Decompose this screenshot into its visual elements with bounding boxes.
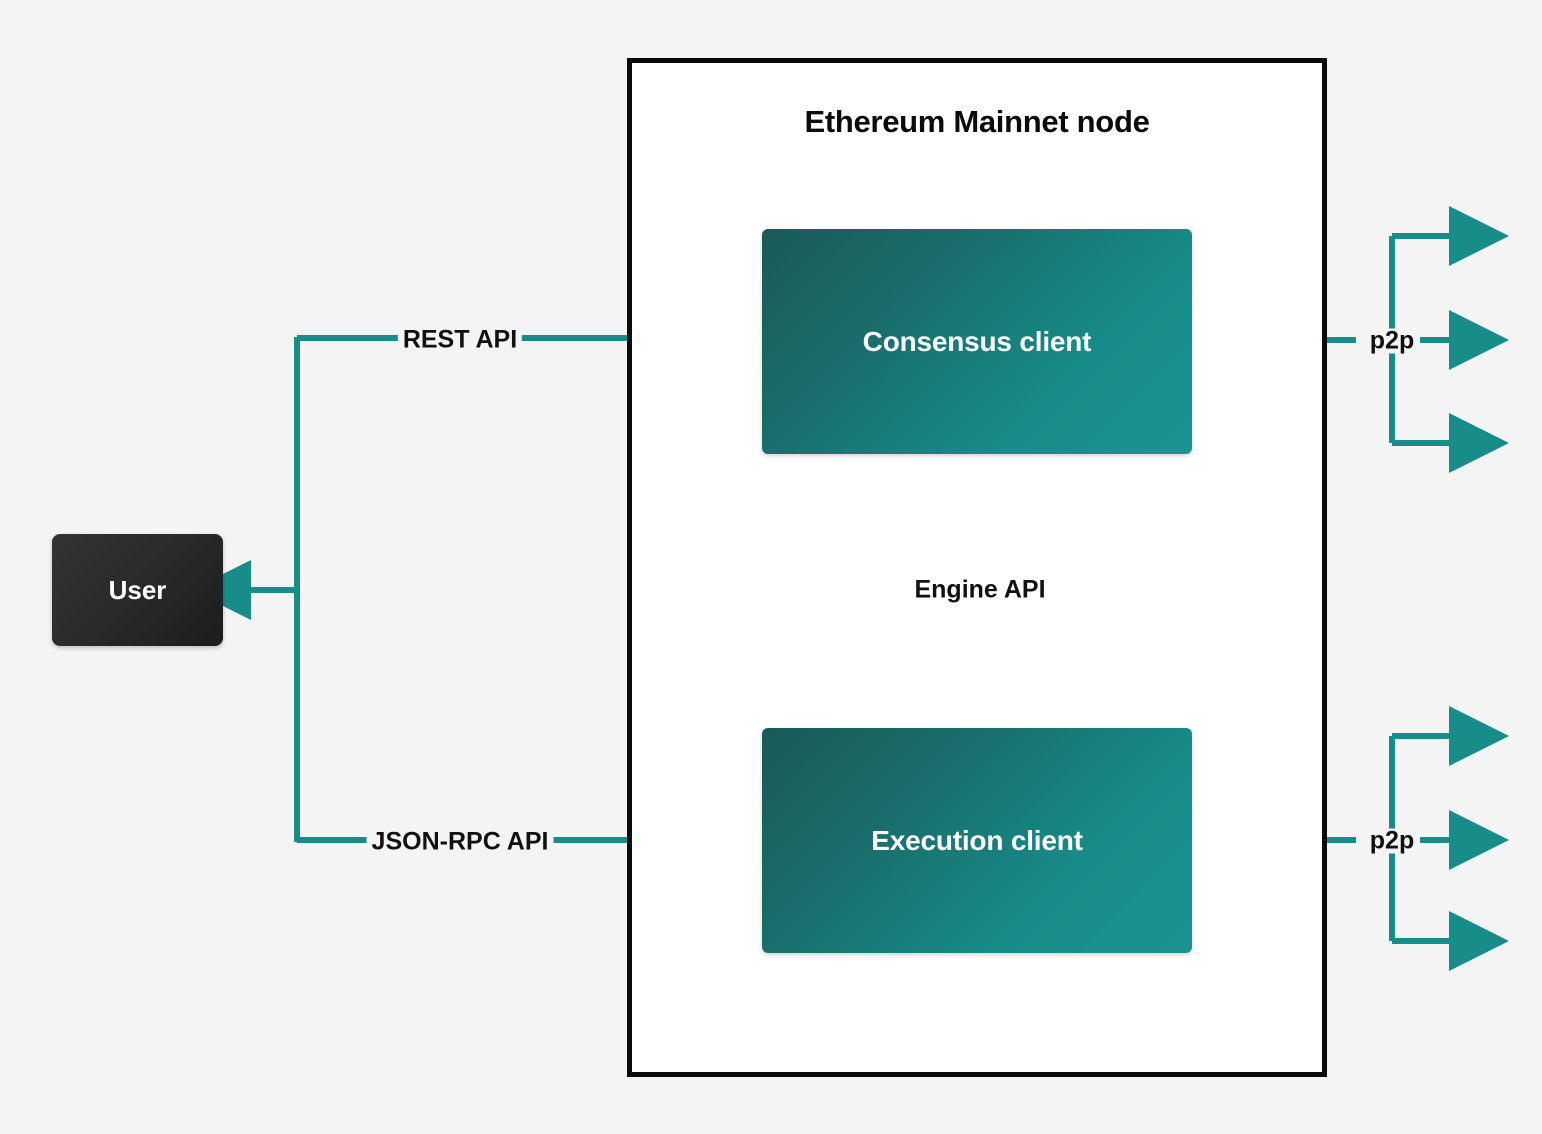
json-rpc-api-label: JSON-RPC API bbox=[366, 829, 554, 855]
p2p-execution-label: p2p bbox=[1364, 828, 1420, 854]
user-label: User bbox=[108, 574, 167, 605]
consensus-client-box[interactable]: Consensus client bbox=[762, 229, 1192, 454]
engine-api-label: Engine API bbox=[909, 577, 1051, 603]
rest-api-label: REST API bbox=[397, 327, 523, 353]
consensus-client-label: Consensus client bbox=[862, 325, 1092, 357]
user-box[interactable]: User bbox=[52, 534, 223, 646]
execution-client-label: Execution client bbox=[871, 824, 1083, 856]
execution-client-box[interactable]: Execution client bbox=[762, 728, 1192, 953]
page-title: Ethereum Mainnet node bbox=[804, 104, 1150, 139]
p2p-consensus-label: p2p bbox=[1364, 328, 1420, 354]
